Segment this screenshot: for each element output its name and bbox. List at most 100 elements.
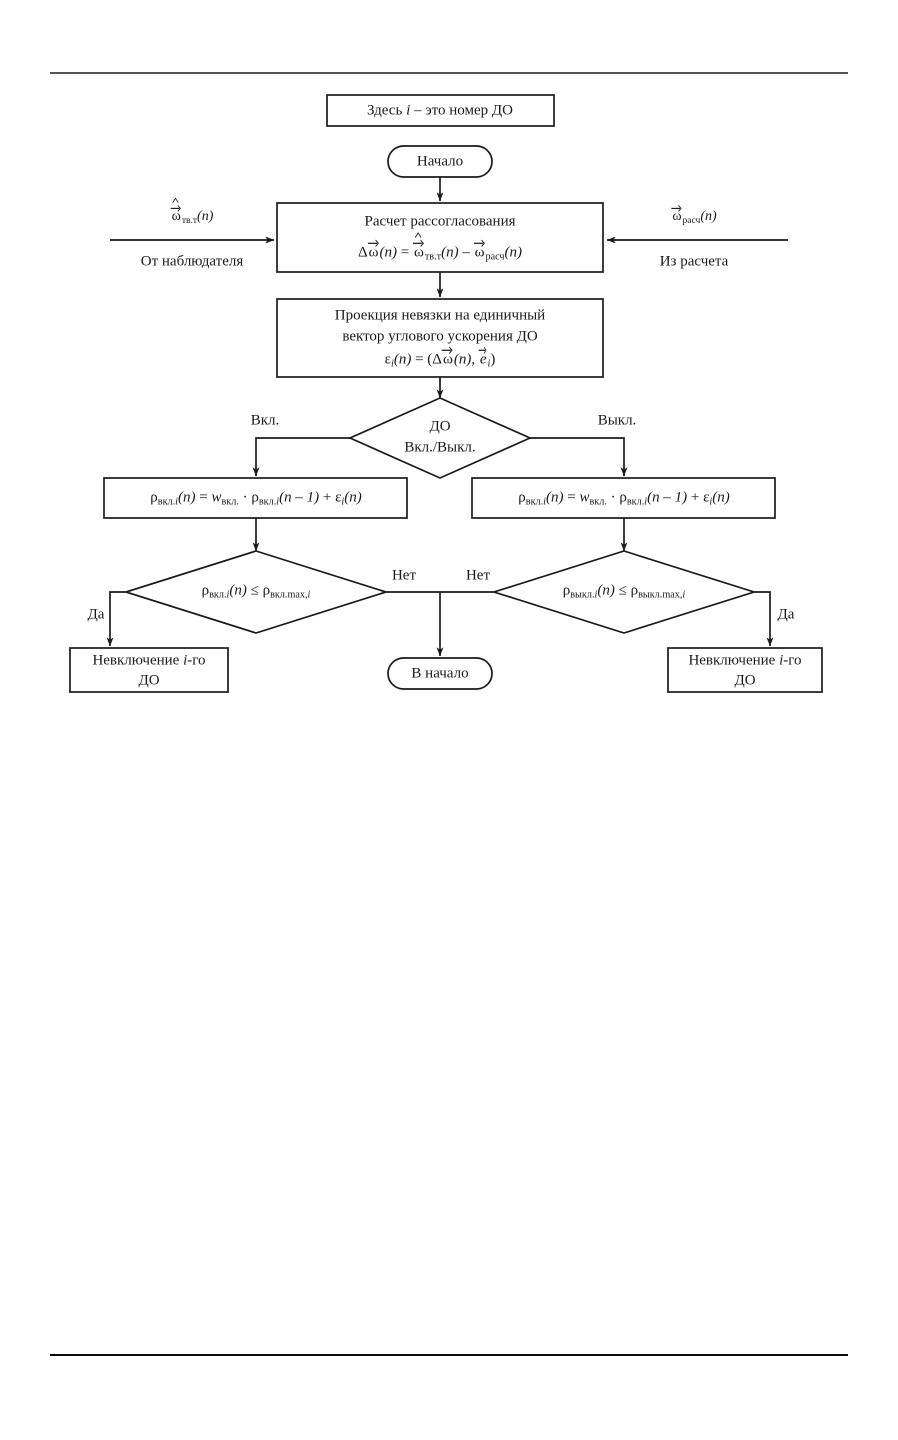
arg-n-minus-1: (n – 1) (647, 489, 688, 506)
omega-subscript: расч (682, 215, 701, 226)
omega-sym: ω (368, 244, 379, 261)
dot-sym: · (242, 489, 248, 506)
decision-left-formula: ρвкл.i(n) ≤ ρвкл.max,i (202, 583, 311, 602)
epsilon-subscript: i (390, 358, 394, 370)
arg-n: (n) (393, 351, 412, 368)
projection-line2: вектор углового ускорения ДО (342, 328, 538, 345)
note-box-shape (326, 94, 555, 127)
accum-right-formula: ρвкл.i(n) = wвкл. · ρвкл.i(n – 1) + εi(n… (518, 490, 729, 509)
e-sym: e (479, 351, 487, 368)
comma-sym: , (471, 351, 479, 368)
omega-vector-accent: ω (671, 204, 682, 225)
omega-hat-vector-accent: ω (170, 197, 182, 225)
omega-sym: ω (442, 351, 453, 368)
rho-sym: ρ (150, 489, 158, 506)
back-to-start-shape (387, 657, 493, 690)
result-left-box-shape (69, 647, 229, 693)
edge-yes-left (106, 591, 126, 647)
note-pre: Здесь (367, 102, 407, 119)
paren-close: ) (490, 351, 496, 368)
omega-sym: ω (413, 244, 424, 261)
start-label: Начало (416, 153, 464, 170)
w-sym: w (579, 489, 590, 506)
left-input-symbol: ωтв.т(n) (170, 197, 214, 227)
result-left-line1: Невключение i-го (92, 652, 206, 669)
omega-subscript: расч (485, 251, 505, 263)
w-subscript: вкл. (589, 496, 607, 508)
minus-sym: – (462, 244, 470, 261)
rho-subscript: вкл.i (209, 589, 230, 601)
rho-sym: ρ (251, 489, 259, 506)
epsilon-subscript: i (709, 496, 713, 508)
decision-onoff-line1: ДО (429, 418, 451, 435)
e-vector-accent: e (478, 346, 488, 369)
edge-label-yes-left: Да (87, 606, 105, 623)
left-input-caption: От наблюдателя (140, 253, 244, 270)
projection-line1: Проекция невязки на единичный (334, 307, 546, 324)
rho-subscript: вкл.i (258, 496, 280, 508)
paren-open: ( (427, 351, 433, 368)
footer-rule (50, 1354, 848, 1357)
note-post: – это номер ДО (410, 102, 513, 119)
equals-sym: = (415, 351, 424, 368)
omega-delta-accent: ω (367, 239, 380, 262)
equals-sym: = (400, 244, 410, 261)
right-input-caption: Из расчета (659, 253, 729, 270)
epsilon-subscript: i (341, 496, 345, 508)
decision-right-formula: ρвыкл.i(n) ≤ ρвыкл.max,i (563, 583, 686, 602)
dot-sym: · (610, 489, 616, 506)
rho-sym: ρ (630, 582, 639, 599)
epsilon-sym: ε (384, 351, 391, 368)
edge-label-on: Вкл. (250, 412, 280, 429)
arg-n: (n) (597, 582, 615, 599)
rho-subscript: вкл.i (525, 496, 546, 508)
epsilon-sym: ε (335, 489, 342, 506)
arg-n: (n) (178, 489, 196, 506)
omega-sym: ω (474, 244, 485, 261)
w-subscript: вкл. (221, 496, 239, 508)
arg-n: (n) (453, 351, 472, 368)
omega-subscript: тв.т (424, 251, 442, 263)
rho-sym: ρ (518, 489, 526, 506)
result-right-line1: Невключение i-го (688, 652, 802, 669)
result-left-line2: ДО (138, 672, 160, 689)
omega-vector-accent: ω (473, 239, 486, 262)
omega-subscript: тв.т (181, 215, 198, 226)
omega-vector-accent: ω (441, 346, 454, 369)
rho-subscript: вкл.i (626, 496, 648, 508)
edge-yes-right (754, 591, 774, 647)
arg-n: (n) (229, 582, 247, 599)
note-box-label: Здесь i – это номер ДО (367, 102, 513, 119)
rho-sym: ρ (619, 489, 627, 506)
arg-n: (n) (546, 489, 564, 506)
decision-onoff-shape (347, 397, 533, 479)
rho-sym: ρ (562, 582, 571, 599)
result-right-line2: ДО (734, 672, 756, 689)
e-subscript: i (487, 358, 491, 370)
rho-sym: ρ (201, 582, 210, 599)
delta-sym: Δ (432, 351, 442, 368)
arg-n: (n) (504, 244, 523, 261)
rho-sym: ρ (262, 582, 271, 599)
decision-right-shape (491, 550, 757, 634)
edge-label-no-left: Нет (391, 567, 417, 584)
arg-n: (n) (700, 209, 717, 225)
right-input-symbol: ωрасч(n) (671, 204, 717, 227)
arg-n: (n) (197, 209, 214, 225)
plus-sym: + (322, 489, 332, 506)
omega-sym: ω (171, 209, 181, 225)
edge-label-yes-right: Да (777, 606, 795, 623)
edge-label-off: Выкл. (597, 412, 637, 429)
rho-subscript: вкл.max,i (270, 589, 311, 601)
epsilon-sym: ε (703, 489, 710, 506)
arg-n: (n) (379, 244, 397, 261)
mismatch-title: Расчет рассогласования (364, 213, 516, 230)
note-var: i (406, 102, 411, 119)
omega-hat-vector-accent: ω (412, 232, 425, 262)
rho-subscript: выкл.i (570, 589, 598, 601)
result-right-box-shape (667, 647, 823, 693)
